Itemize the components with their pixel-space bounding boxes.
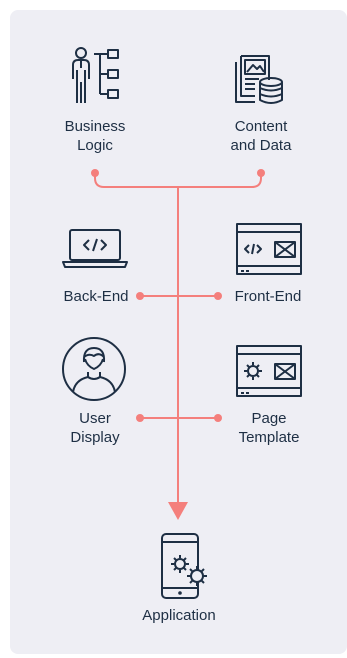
user-display-label: User Display: [45, 409, 145, 447]
content-data-label: Content and Data: [211, 117, 311, 155]
image-document-database-icon: [235, 55, 283, 104]
back-end-label: Back-End: [63, 288, 129, 305]
page-template-label: Page Template: [219, 409, 319, 447]
user-display-line2: Display: [70, 429, 120, 446]
browser-gear-icon: [236, 345, 302, 397]
org-chart-person-icon: [72, 47, 119, 103]
mobile-gears-icon: [161, 533, 207, 599]
business-logic-line2: Logic: [77, 137, 113, 154]
top-left-connector: [94, 173, 179, 188]
top-right-connector: [177, 173, 262, 188]
user-display-line1: User: [79, 410, 111, 427]
content-data-line1: Content: [234, 118, 288, 135]
connector-dot: [214, 414, 222, 422]
connector-dot: [136, 414, 144, 422]
arrow-head: [168, 502, 188, 520]
laptop-code-icon: [62, 229, 128, 268]
browser-code-icon: [236, 223, 302, 275]
page-template-line2: Template: [238, 429, 300, 446]
user-avatar-icon: [62, 337, 126, 401]
application-label: Application: [142, 607, 216, 624]
business-logic-label: Business Logic: [45, 117, 145, 155]
connector-dot: [91, 169, 99, 177]
connector-dot: [214, 292, 222, 300]
front-end-label: Front-End: [234, 288, 302, 305]
business-logic-line1: Business: [64, 118, 126, 135]
page-template-line1: Page: [251, 410, 287, 427]
connector-dot: [136, 292, 144, 300]
content-data-line2: and Data: [230, 137, 292, 154]
connector-dot: [257, 169, 265, 177]
